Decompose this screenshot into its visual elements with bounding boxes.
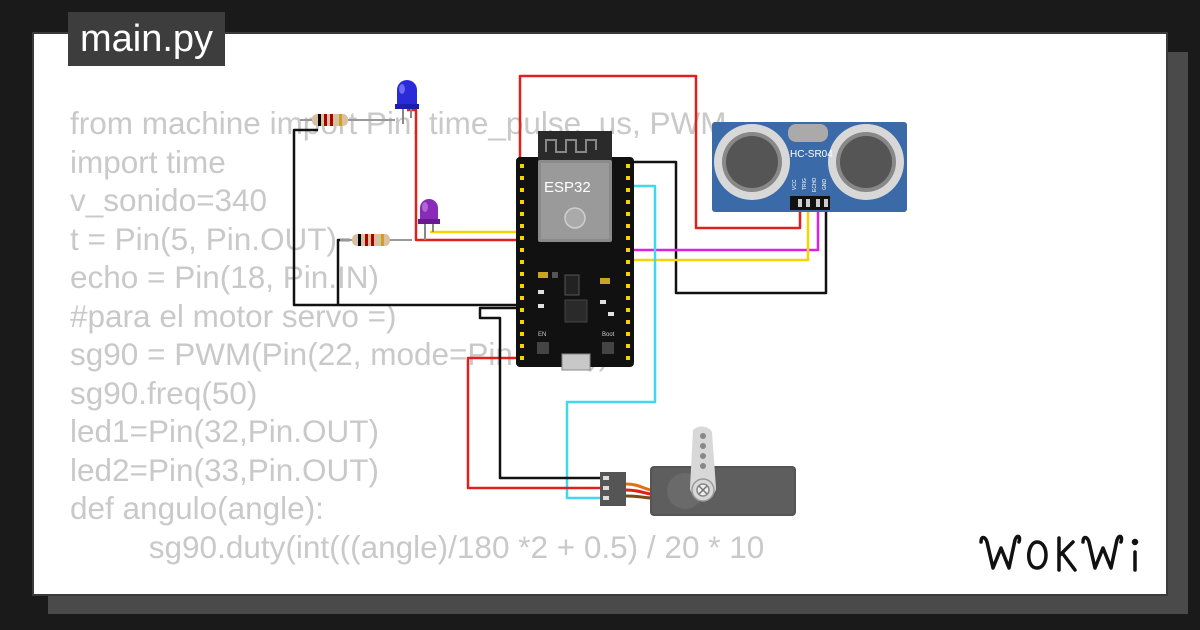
ultrasonic-sensor[interactable]: HC-SR04 VCC TRIG ECHO GND [712,122,907,212]
code-line: t = Pin(5, Pin.OUT) [70,220,337,257]
espressif-logo-icon [564,207,586,229]
en-label: EN [538,332,546,338]
led-blue[interactable] [395,80,419,124]
code-line: led2=Pin(33,Pin.OUT) [70,451,380,488]
code-background: from machine import Pin, time_pulse_us, … [70,104,764,566]
code-line: v_sonido=340 [70,182,268,218]
boot-button[interactable] [602,342,614,354]
code-line: #para el motor servo =) [70,297,397,334]
pin-vcc: VCC [792,179,798,190]
sensor-model: HC-SR04 [790,149,833,160]
code-line: sg90.freq(50) [70,374,258,411]
esp32-board[interactable]: ESP32 EN Boot [516,131,634,371]
wire-servo-signal [565,184,657,500]
resistor-2[interactable] [340,234,412,246]
code-line: from machine import Pin, time_pulse_us, … [70,105,727,141]
resistor-1[interactable] [300,114,395,126]
wire-servo-gnd [478,306,602,480]
usb-port-icon [561,353,591,371]
boot-label: Boot [602,332,615,338]
wire-trig [630,208,810,262]
transducer-right-icon [840,136,892,188]
wire-vcc-sensor [518,74,802,230]
file-tab[interactable]: main.py [68,12,226,66]
led-purple[interactable] [418,199,440,240]
esp32-label: ESP32 [544,179,591,196]
code-line: def angulo(angle): [70,490,324,526]
wokwi-logo [979,534,1139,572]
code-line: echo = Pin(18, Pin.IN) [70,259,380,295]
en-button[interactable] [537,342,549,354]
code-line: import time [70,143,226,180]
pin-echo: ECHO [812,177,818,192]
transducer-left-icon [726,136,778,188]
servo-motor[interactable] [600,426,796,516]
wires [292,74,828,500]
wire-gnd-sensor [630,160,828,295]
wire-gnd-left [292,128,520,307]
pin-trig: TRIG [802,178,808,190]
code-line: led1=Pin(32,Pin.OUT) [70,413,380,449]
wire-servo-power [466,356,602,490]
pin-gnd: GND [822,179,828,191]
wire-echo [630,208,820,252]
code-line: sg90.duty(int(((angle)/180 *2 + 0.5) / 2… [70,528,765,565]
wire-gnd-led2 [336,238,350,305]
